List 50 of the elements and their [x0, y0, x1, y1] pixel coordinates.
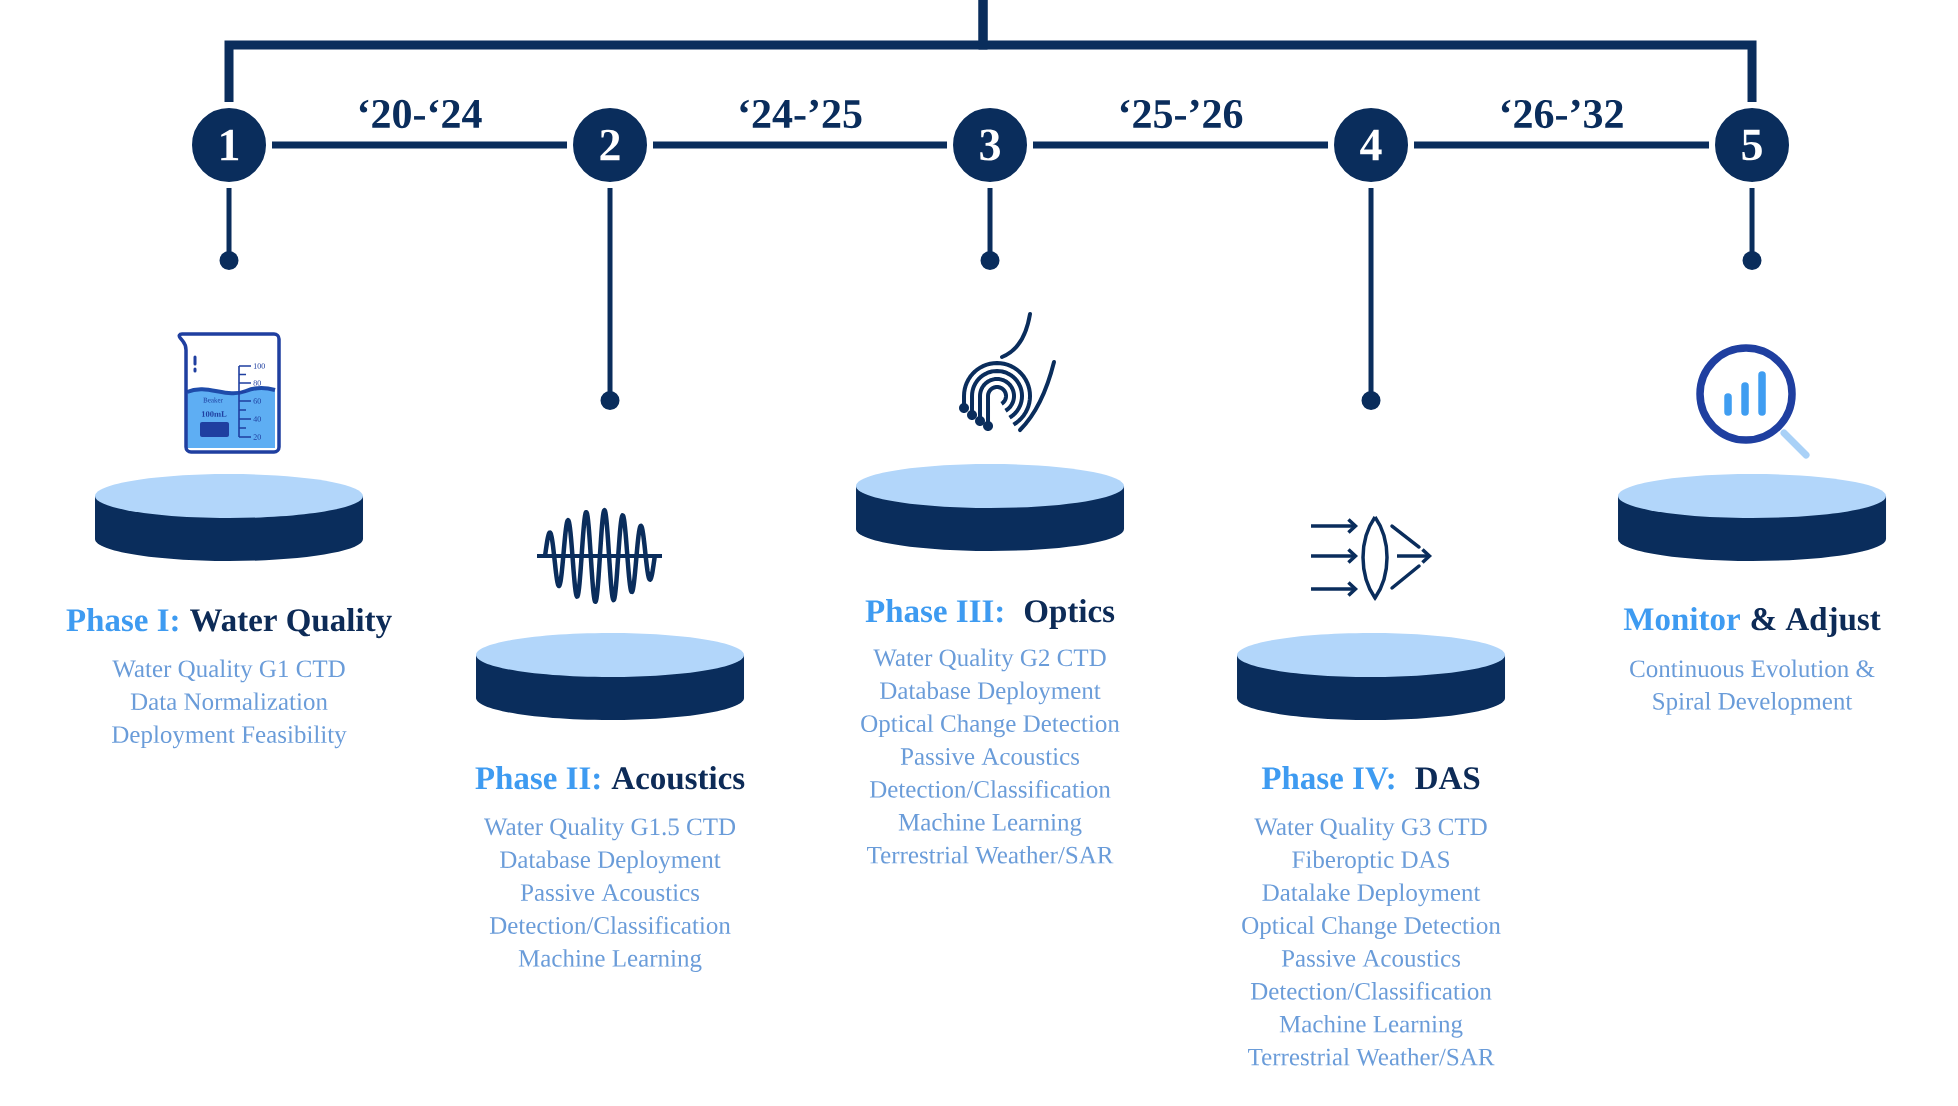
list-item: Water Quality G2 CTD: [873, 648, 1106, 672]
scale-number: 20: [253, 434, 261, 440]
heading-text: Water Quality: [190, 608, 392, 639]
list-item: Machine Learning: [1279, 1015, 1463, 1038]
list-item: Deployment Feasibility: [112, 725, 347, 749]
heading-text: Phase III:: [865, 599, 1003, 623]
pin-line: [1742, 188, 1762, 270]
list-item: Datalake Deployment: [1262, 883, 1481, 907]
list-item: Detection/Classification: [489, 916, 731, 934]
scale-number: 40: [253, 416, 261, 422]
pin-line: [1361, 188, 1381, 410]
volume-label: 100mL: [201, 411, 227, 417]
pin-line: [600, 188, 620, 410]
list-item: Terrestrial Weather/SAR: [867, 846, 1114, 864]
list-item: Passive Acoustics: [1281, 950, 1461, 967]
scale-number: 80: [253, 380, 261, 386]
heading-text: Phase I:: [66, 608, 178, 632]
list-item: Database Deployment: [500, 850, 721, 874]
heading-text: Monitor: [1623, 607, 1740, 631]
description: Continuous Evolution & Spiral Development: [1630, 659, 1875, 715]
heading-text: DAS: [1415, 767, 1480, 790]
bracket-line: [978, 0, 1757, 102]
list-item: Passive Acoustics: [900, 748, 1080, 765]
heading-text: Optics: [1024, 599, 1115, 630]
scale-number: 60: [253, 398, 261, 404]
edge-label: ‘25-’26: [1120, 99, 1243, 129]
edge-label: ‘24-’25: [740, 99, 862, 129]
pin-line: [980, 188, 1000, 270]
heading-text: Phase IV:: [1261, 766, 1394, 790]
list-item: Detection/Classification: [1250, 981, 1492, 1000]
list-item: Water Quality G1 CTD: [112, 659, 345, 683]
list-item: Optical Change Detection: [1242, 916, 1501, 940]
list-item: Water Quality G1.5 CTD: [484, 817, 736, 841]
heading-text: & Adjust: [1751, 607, 1881, 638]
list-item: Optical Change Detection: [861, 714, 1120, 738]
list-item: Data Normalization: [130, 692, 328, 711]
list-item: Machine Learning: [898, 813, 1082, 836]
heading-text: Phase II:: [475, 766, 600, 790]
list-item: Machine Learning: [518, 949, 702, 972]
pin-line: [219, 188, 239, 270]
list-item: Fiberoptic DAS: [1292, 850, 1449, 874]
list-item: Detection/Classification: [869, 779, 1111, 798]
list-item: Database Deployment: [880, 681, 1101, 705]
list-item: Terrestrial Weather/SAR: [1248, 1047, 1495, 1066]
scale-number: 100: [253, 363, 265, 369]
edge-label: ‘26-’32: [1501, 99, 1623, 129]
list-item: Passive Acoustics: [520, 884, 700, 901]
edge-label: ‘20-‘24: [359, 99, 482, 129]
list-item: Water Quality G3 CTD: [1254, 817, 1487, 841]
heading-text: Acoustics: [611, 766, 745, 790]
